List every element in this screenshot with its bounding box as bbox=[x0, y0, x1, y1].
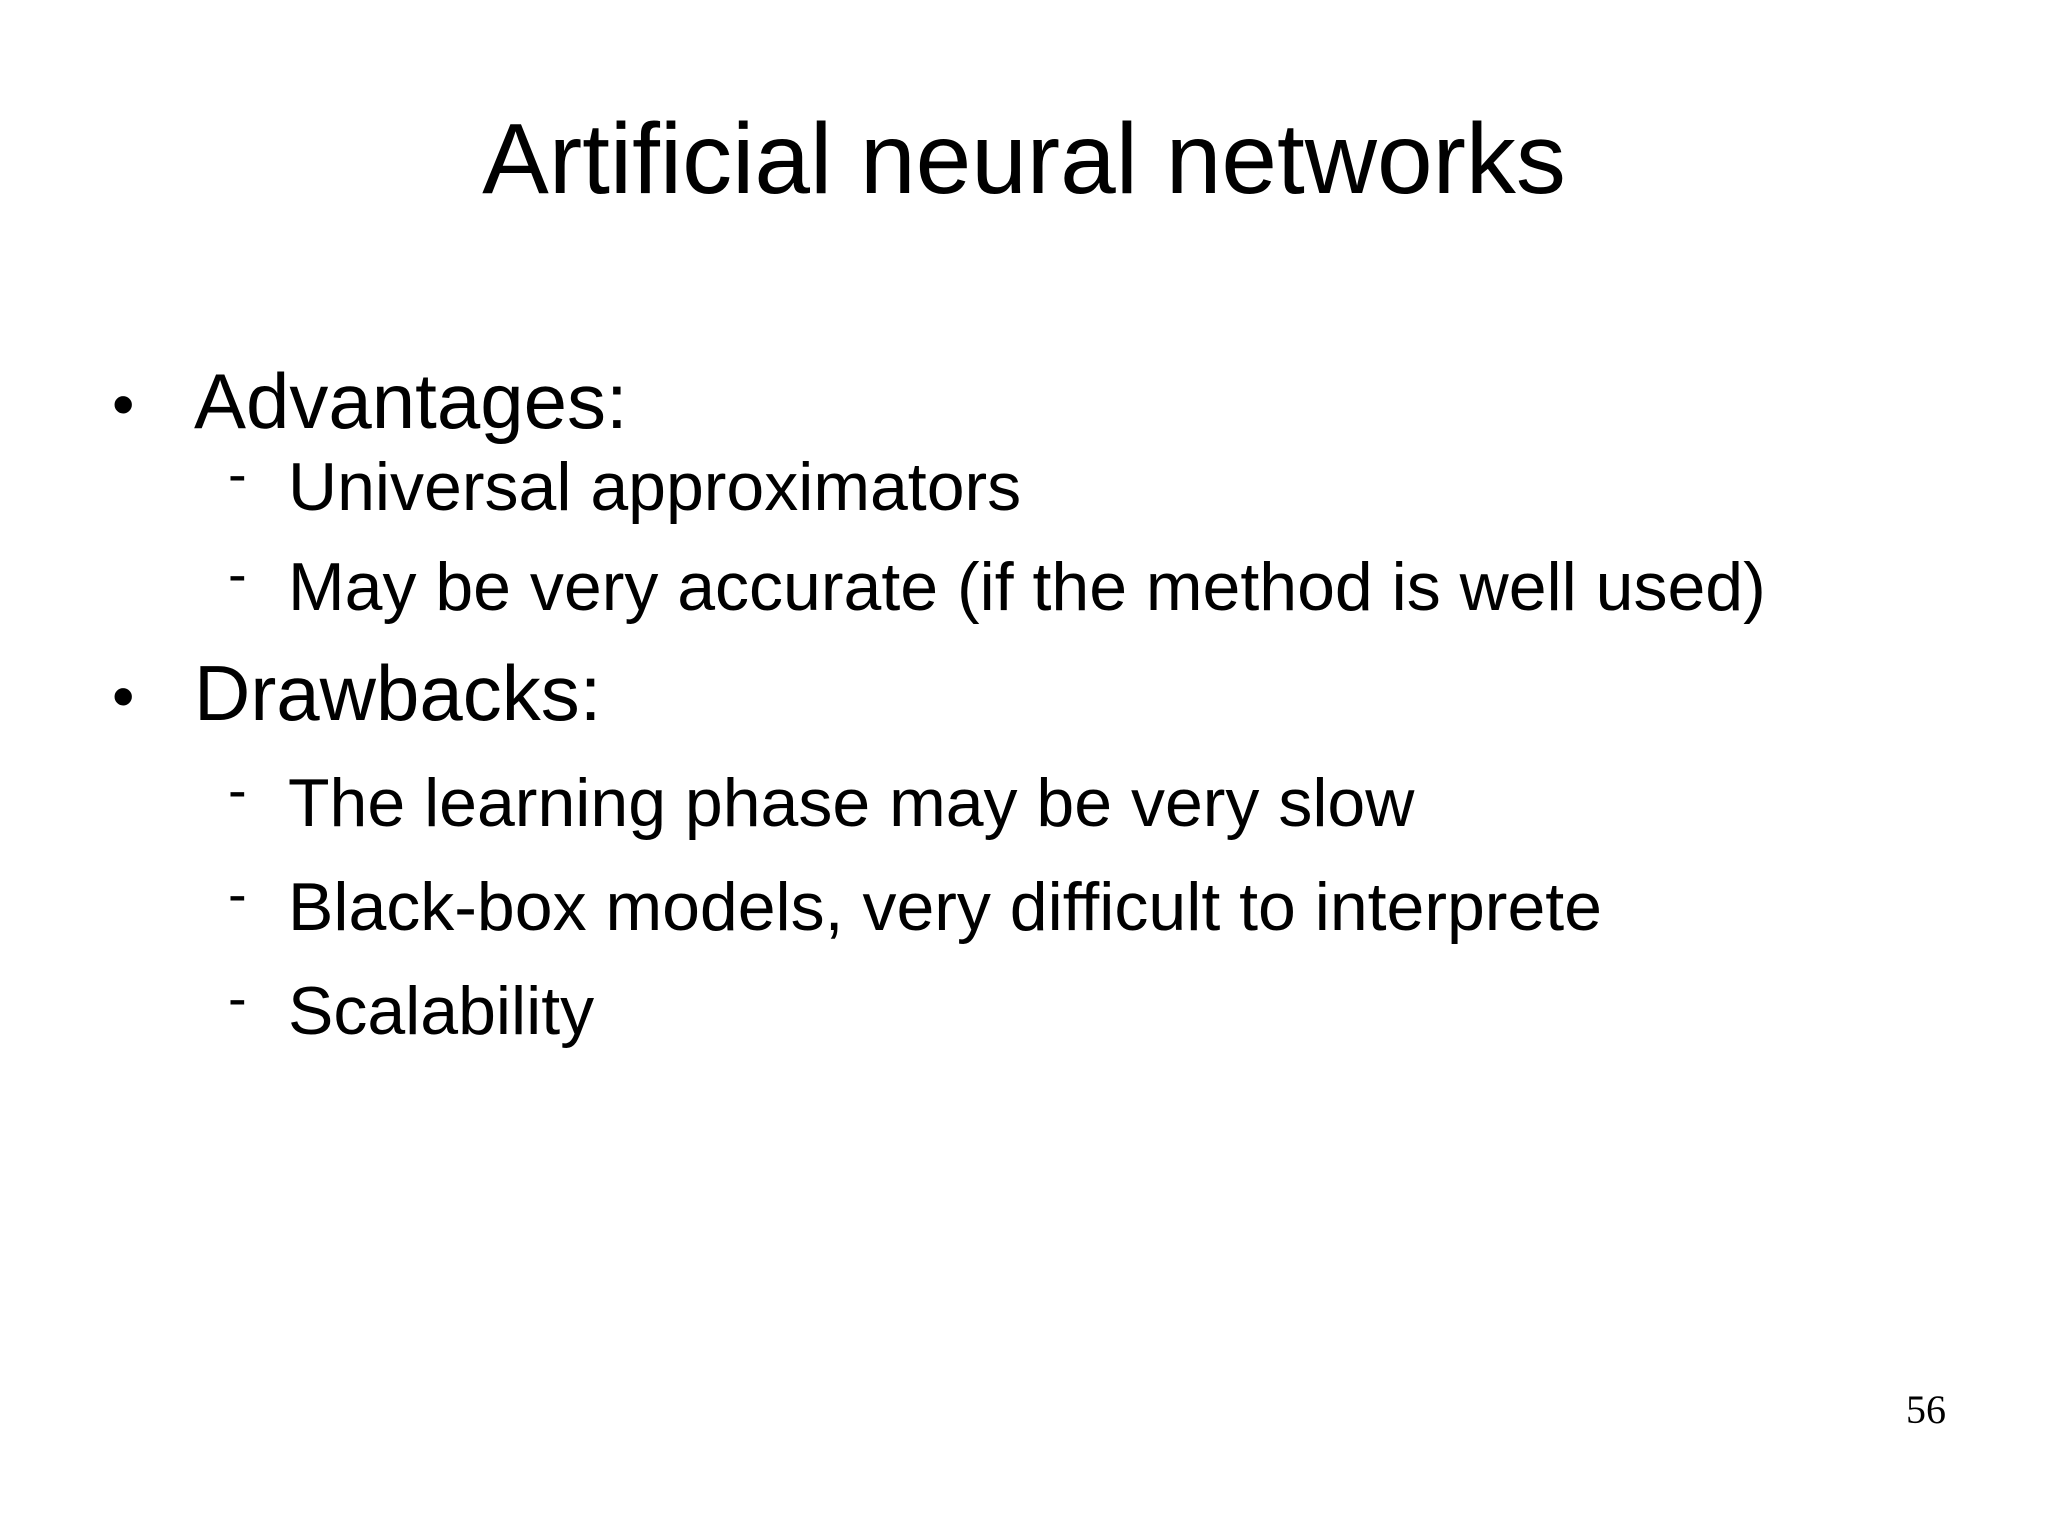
sub-bullet-label: May be very accurate (if the method is w… bbox=[288, 549, 1766, 625]
sub-bullet-label: Universal approximators bbox=[288, 449, 1022, 525]
slide-title: Artificial neural networks bbox=[482, 103, 1566, 215]
sub-bullet-label: Scalability bbox=[288, 973, 595, 1049]
sub-bullet-label: Black-box models, very difficult to inte… bbox=[288, 869, 1602, 945]
dash-icon: - bbox=[228, 965, 247, 1029]
sub-bullet-label: The learning phase may be very slow bbox=[288, 765, 1415, 841]
dash-icon: - bbox=[228, 757, 247, 821]
bullet-dot-icon: • bbox=[112, 659, 135, 732]
sub-bullet-item: - Black-box models, very difficult to in… bbox=[228, 862, 1602, 946]
sub-bullet-item: - Universal approximators bbox=[228, 442, 1022, 526]
dash-icon: - bbox=[228, 441, 247, 505]
dash-icon: - bbox=[228, 541, 247, 605]
bullet-dot-icon: • bbox=[112, 367, 135, 440]
bullet-item-drawbacks: • Drawbacks: bbox=[112, 648, 601, 739]
sub-bullet-item: - The learning phase may be very slow bbox=[228, 758, 1415, 842]
page-number: 56 bbox=[1906, 1387, 1946, 1432]
bullet-label: Advantages: bbox=[194, 357, 628, 445]
sub-bullet-item: - Scalability bbox=[228, 966, 595, 1050]
sub-bullet-item: - May be very accurate (if the method is… bbox=[228, 542, 1766, 626]
dash-icon: - bbox=[228, 861, 247, 925]
bullet-item-advantages: • Advantages: bbox=[112, 356, 628, 447]
bullet-label: Drawbacks: bbox=[194, 649, 602, 737]
